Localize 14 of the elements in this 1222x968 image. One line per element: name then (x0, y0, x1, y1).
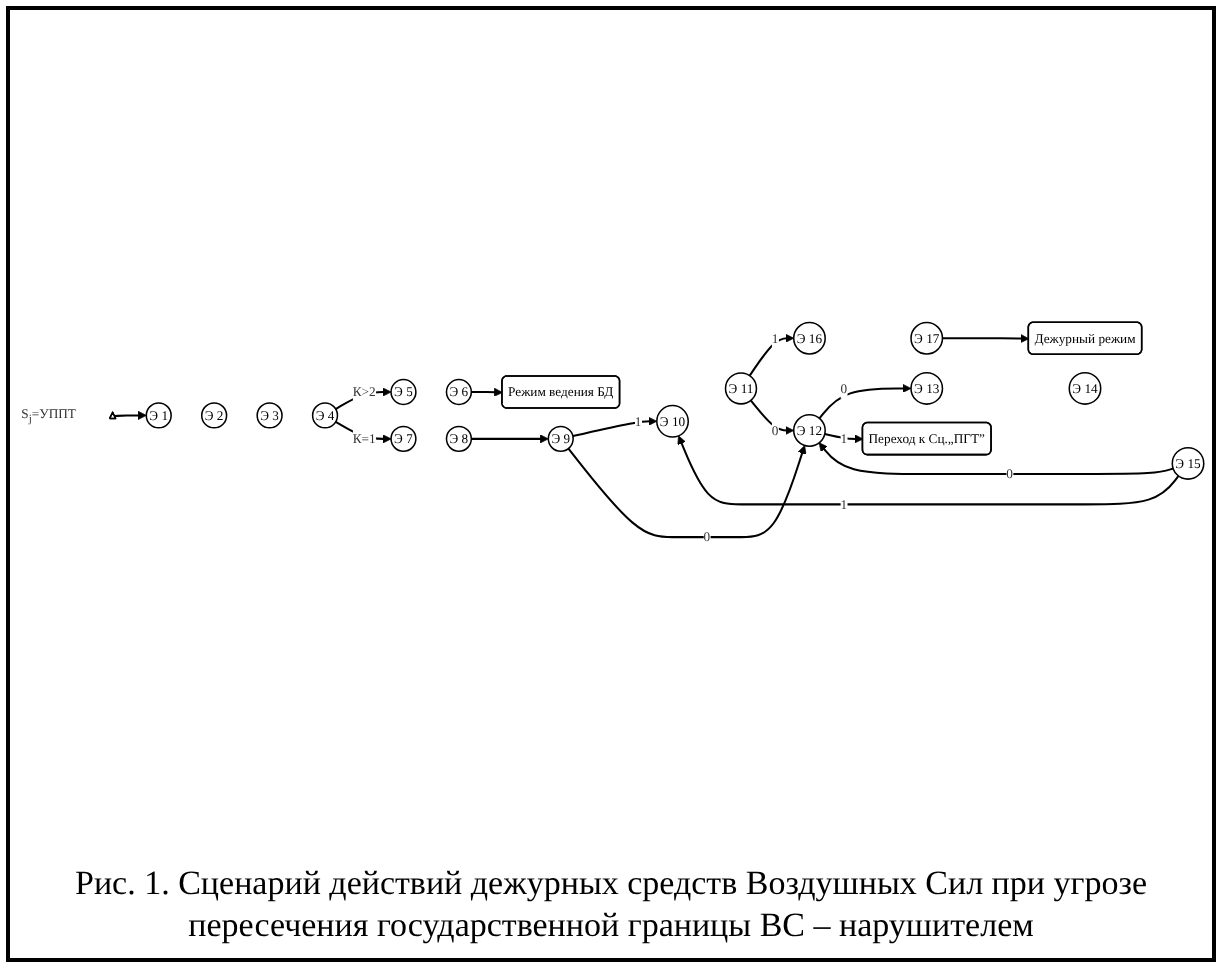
arrow (572, 417, 658, 438)
arrow (471, 388, 503, 398)
arrow (818, 443, 1174, 476)
arrow (471, 434, 549, 444)
arrow (748, 334, 795, 377)
arrow (567, 445, 807, 539)
arrow (749, 400, 795, 436)
arrow (677, 436, 1180, 506)
arrow (114, 411, 147, 421)
arrow (942, 334, 1030, 344)
arrow (818, 384, 912, 420)
figure-caption: Рис. 1. Сценарий действий дежурных средств Воздушных Сил при угрозе пересечения государственной границы ВС – нарушителем (73, 862, 1149, 948)
arrow (335, 388, 392, 411)
arrow (824, 433, 864, 444)
